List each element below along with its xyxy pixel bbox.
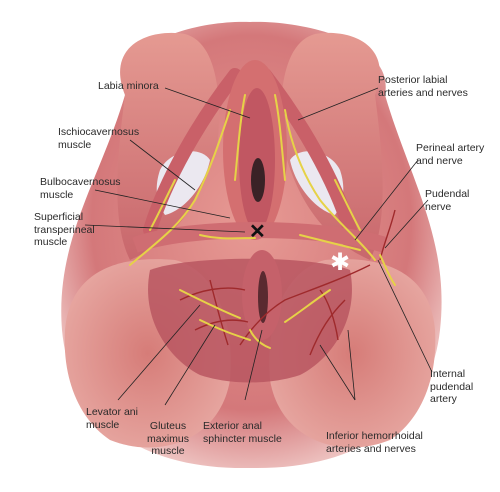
right-thigh xyxy=(280,32,383,261)
label-posterior-labial: Posterior labial arteries and nerves xyxy=(378,74,468,99)
nerves xyxy=(129,94,396,349)
cross-marker: ✕ xyxy=(249,221,266,243)
label-pudendal-nerve: Pudendal nerve xyxy=(425,188,470,213)
leader-lines xyxy=(84,87,433,406)
label-ischiocavernosus: Ischiocavernosus muscle xyxy=(58,126,140,151)
label-perineal-artery: Perineal artery and nerve xyxy=(416,142,485,167)
vaginal-opening xyxy=(251,158,265,202)
label-labia-minora: Labia minora xyxy=(98,80,159,92)
label-exterior-anal: Exterior anal sphincter muscle xyxy=(203,420,282,445)
anus xyxy=(258,271,268,323)
label-inferior-hemorrhoidal: Inferior hemorrhoidal arteries and nerve… xyxy=(326,430,423,455)
label-gluteus-maximus: Gluteus maximus muscle xyxy=(146,420,189,457)
label-bulbocavernosus: Bulbocavernosus muscle xyxy=(40,176,121,201)
label-internal-pudendal: Internal pudendal artery xyxy=(430,368,474,405)
label-levator-ani: Levator ani muscle xyxy=(86,406,138,431)
label-superficial-transperineal: Superficial transperineal muscle xyxy=(34,211,95,248)
asterisk-marker: ✱ xyxy=(330,249,351,276)
